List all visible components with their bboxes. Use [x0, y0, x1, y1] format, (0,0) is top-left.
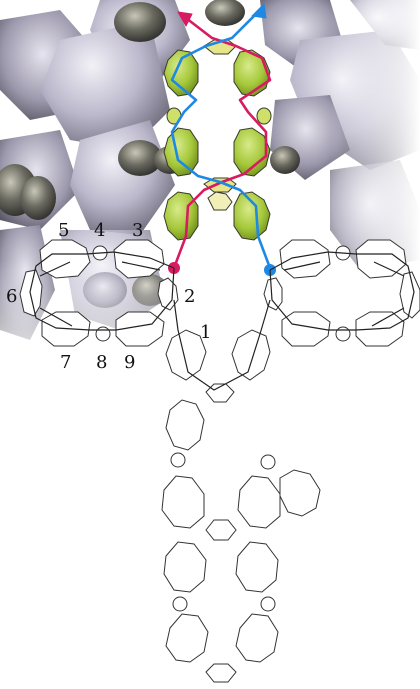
step-label-9: 9	[124, 352, 135, 373]
bead	[280, 470, 320, 516]
bead	[236, 614, 278, 662]
step-label-1: 1	[200, 322, 211, 343]
step-label-7: 7	[60, 352, 71, 373]
bead	[162, 476, 204, 528]
seed-bead	[208, 192, 232, 210]
bead	[261, 597, 275, 611]
bead	[166, 400, 204, 450]
bead	[171, 453, 185, 467]
green-bead	[234, 50, 270, 96]
green-seed-bead	[257, 108, 271, 124]
bead	[336, 327, 350, 341]
bead	[164, 542, 206, 592]
blue-arrowhead	[252, 4, 266, 18]
bead	[236, 542, 278, 592]
step-label-3: 3	[132, 220, 143, 241]
seed-bead	[206, 664, 236, 682]
bead	[238, 476, 280, 528]
bead	[166, 614, 208, 662]
step-label-2: 2	[184, 286, 195, 307]
bead	[261, 455, 275, 469]
green-bead	[234, 192, 270, 240]
bead-8	[96, 327, 110, 341]
green-bead	[164, 192, 198, 240]
seed-bead	[206, 520, 236, 540]
step-label-6: 6	[6, 286, 17, 307]
green-bead-column	[164, 40, 271, 240]
step-label-8: 8	[96, 352, 107, 373]
bead	[173, 597, 187, 611]
step-label-5: 5	[58, 220, 69, 241]
step-label-4: 4	[94, 220, 105, 241]
